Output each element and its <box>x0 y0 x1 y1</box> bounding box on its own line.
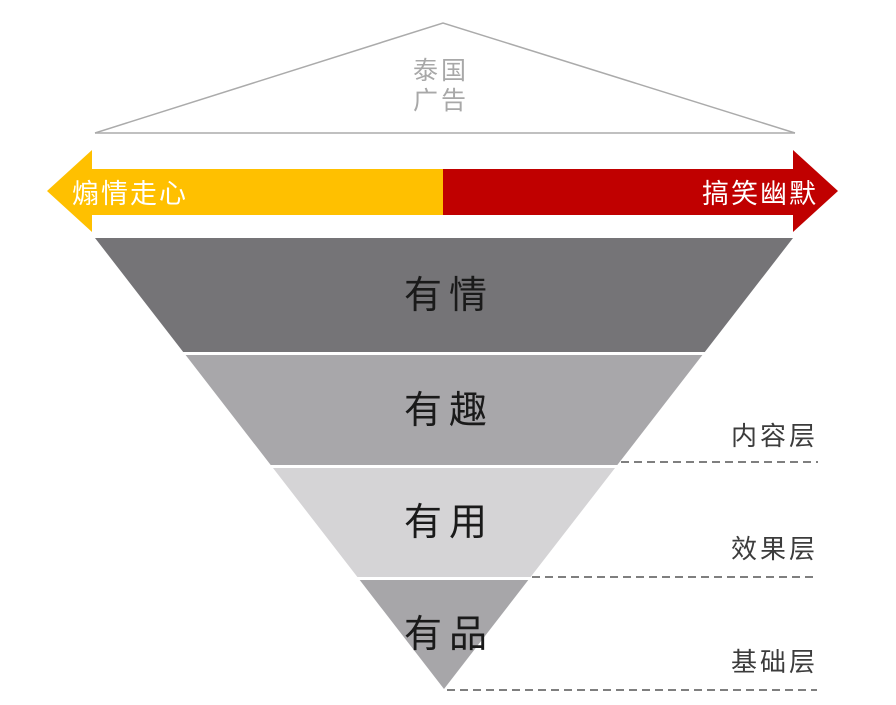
pyramid-layer-1-label: 有情 <box>404 275 494 317</box>
inverted-pyramid: 有情 有趣 有用 有品 <box>95 238 793 689</box>
roof-triangle-slopes <box>94 22 796 134</box>
spectrum-left-label: 煽情走心 <box>72 179 188 209</box>
spectrum-arrow-left-half <box>47 150 443 232</box>
spectrum-arrow-right-half <box>443 150 838 232</box>
pyramid-layer-3-label: 有用 <box>404 502 494 544</box>
roof-title-line2: 广告 <box>413 87 469 115</box>
pyramid-layer-1 <box>95 238 793 352</box>
tier-label-base: 基础层 <box>731 647 818 677</box>
pyramid-layer-2-label: 有趣 <box>404 390 494 432</box>
tier-label-effect: 效果层 <box>731 534 818 564</box>
tier-annotations: 内容层 效果层 基础层 <box>447 421 818 691</box>
pyramid-layer-3 <box>273 468 615 577</box>
tier-label-content: 内容层 <box>731 421 818 451</box>
pyramid-layer-2 <box>185 355 703 465</box>
spectrum-right-label: 搞笑幽默 <box>702 179 818 209</box>
pyramid-layer-4-label: 有品 <box>404 614 494 656</box>
spectrum-arrow: 煽情走心 搞笑幽默 <box>47 150 838 232</box>
pyramid-layer-4 <box>359 580 529 689</box>
roof-title-line1: 泰国 <box>413 57 469 85</box>
roof-triangle: 泰国 广告 <box>94 22 796 134</box>
